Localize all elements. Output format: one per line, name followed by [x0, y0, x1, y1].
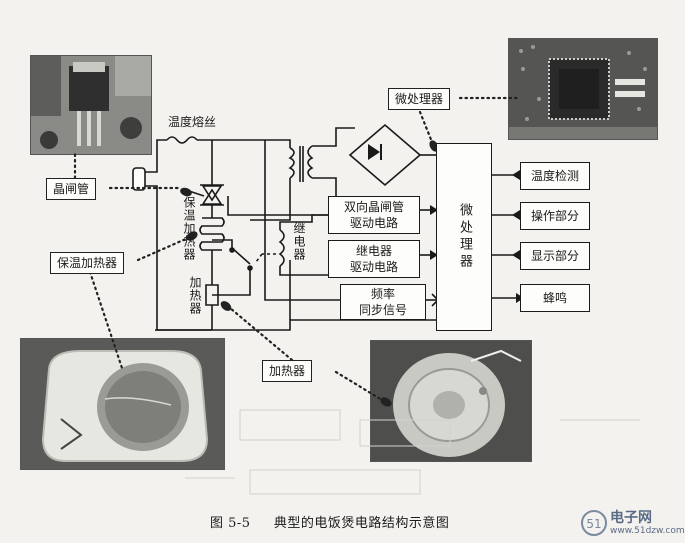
thyristor-callout: 晶闸管: [46, 178, 97, 200]
relay-driver-block: 继电器 驱动电路: [328, 240, 420, 278]
freq-sync-line1: 频率: [370, 287, 395, 301]
warm-heater-callout: 保温加热器: [50, 252, 125, 274]
relay-vertical-label: 继电器: [292, 222, 306, 261]
operation-block: 操作部分: [520, 202, 590, 230]
warm-heater-photo: [20, 338, 225, 470]
figure-title: 典型的电饭煲电路结构示意图: [273, 516, 450, 531]
display-block: 显示部分: [520, 242, 590, 270]
mcu-board-art: [509, 39, 657, 139]
thyristor-photo-art: [31, 56, 151, 154]
relay-driver-line2: 驱动电路: [349, 260, 398, 274]
background-ghost: [185, 409, 640, 495]
callout-leaders: [73, 96, 520, 407]
watermark-brand: 电子网: [610, 510, 652, 526]
mcu-block: 微处理器: [436, 143, 492, 331]
triac-driver-line1: 双向晶闸管: [343, 200, 404, 214]
warm-heater-art: [21, 339, 224, 469]
triac-driver-line2: 驱动电路: [349, 216, 398, 230]
figure: 温度熔丝 保温加热器 继电器 加热器 双向晶闸管 驱动电路 继电器 驱动电路 频…: [20, 38, 685, 540]
triac-driver-block: 双向晶闸管 驱动电路: [328, 196, 420, 234]
freq-sync-line2: 同步信号: [358, 303, 407, 317]
thyristor-photo: [30, 55, 152, 155]
heater-plate-photo: [370, 340, 532, 462]
warm-heater-vertical-label: 保温加热器: [182, 196, 196, 261]
heater-callout: 加热器: [262, 360, 313, 382]
mcu-board-photo: [508, 38, 658, 140]
figure-caption: 图 5-5 典型的电饭煲电路结构示意图: [210, 512, 449, 531]
heater-plate-art: [371, 341, 531, 461]
relay-driver-line1: 继电器: [355, 244, 392, 258]
watermark: 51 电子网 www.51dzw.com: [580, 506, 685, 540]
temp-detect-block: 温度检测: [520, 162, 590, 190]
microprocessor-callout: 微处理器: [388, 88, 451, 110]
temp-fuse-label: 温度熔丝: [168, 115, 217, 129]
buzzer-block: 蜂鸣: [520, 284, 590, 312]
svg-text:51: 51: [586, 517, 601, 531]
watermark-url: www.51dzw.com: [610, 526, 685, 536]
watermark-logo-icon: 51: [581, 510, 607, 536]
freq-sync-block: 频率 同步信号: [340, 284, 426, 320]
plug-icon: [132, 167, 146, 191]
mcu-label: 微处理器: [457, 203, 472, 271]
figure-number: 图 5-5: [210, 516, 251, 531]
heater-vertical-label: 加热器: [188, 276, 202, 315]
circuit-wiring: [132, 123, 524, 331]
